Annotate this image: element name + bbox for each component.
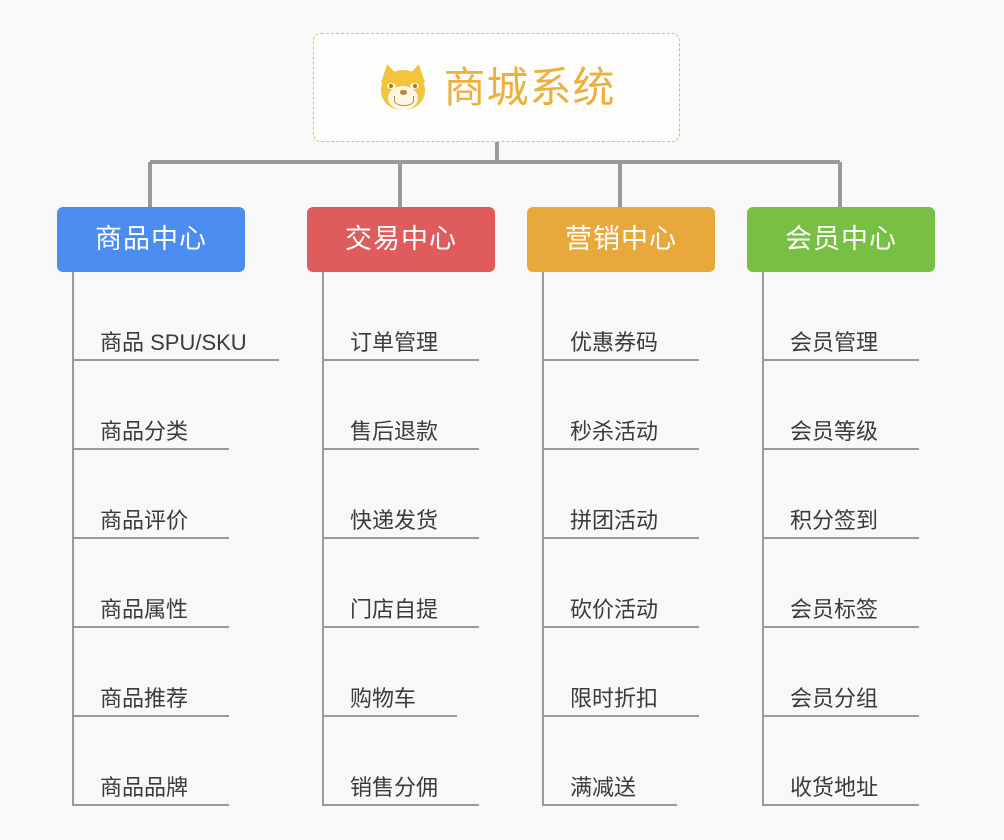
category-label: 会员中心 bbox=[785, 224, 897, 254]
branch-drop-connector-member-center bbox=[838, 162, 842, 209]
category-label: 商品中心 bbox=[95, 224, 207, 254]
leaf-underline bbox=[324, 359, 479, 361]
leaf-label: 快递发货 bbox=[350, 507, 439, 533]
branch-column-member-center: 会员中心会员管理会员等级积分签到会员标签会员分组收货地址 bbox=[747, 207, 977, 806]
leaf-underline bbox=[74, 715, 229, 717]
leaf-label: 商品评价 bbox=[100, 507, 189, 533]
leaf-underline bbox=[764, 448, 919, 450]
leaf-label: 购物车 bbox=[350, 685, 417, 711]
leaf-item[interactable]: 优惠券码 bbox=[544, 272, 757, 361]
leaf-label: 满减送 bbox=[570, 774, 637, 800]
branch-drop-connector-trade-center bbox=[398, 162, 402, 209]
leaf-underline bbox=[764, 715, 919, 717]
category-box-member-center[interactable]: 会员中心 bbox=[747, 207, 935, 272]
leaf-underline bbox=[74, 804, 229, 806]
leaf-underline bbox=[74, 537, 229, 539]
branch-drop-connector-product-center bbox=[148, 162, 152, 209]
leaf-item[interactable]: 满减送 bbox=[544, 717, 757, 806]
category-box-trade-center[interactable]: 交易中心 bbox=[307, 207, 495, 272]
leaf-list-trade-center: 订单管理售后退款快递发货门店自提购物车销售分佣 bbox=[322, 272, 537, 806]
leaf-label: 售后退款 bbox=[350, 418, 439, 444]
leaf-item[interactable]: 会员管理 bbox=[764, 272, 977, 361]
leaf-underline bbox=[544, 715, 699, 717]
leaf-label: 商品 SPU/SKU bbox=[100, 329, 247, 355]
leaf-underline bbox=[74, 359, 279, 361]
leaf-underline bbox=[544, 537, 699, 539]
leaf-label: 商品分类 bbox=[100, 418, 189, 444]
leaf-underline bbox=[74, 448, 229, 450]
leaf-item[interactable]: 商品评价 bbox=[74, 450, 287, 539]
leaf-underline bbox=[324, 626, 479, 628]
leaf-label: 优惠券码 bbox=[570, 329, 659, 355]
trunk-horizontal-connector bbox=[150, 160, 840, 164]
leaf-label: 会员等级 bbox=[790, 418, 879, 444]
leaf-item[interactable]: 购物车 bbox=[324, 628, 537, 717]
leaf-item[interactable]: 秒杀活动 bbox=[544, 361, 757, 450]
leaf-underline bbox=[324, 715, 457, 717]
leaf-underline bbox=[544, 804, 677, 806]
leaf-label: 限时折扣 bbox=[570, 685, 659, 711]
root-title: 商城系统 bbox=[443, 63, 616, 111]
leaf-item[interactable]: 快递发货 bbox=[324, 450, 537, 539]
leaf-label: 拼团活动 bbox=[570, 507, 659, 533]
leaf-underline bbox=[764, 626, 919, 628]
leaf-item[interactable]: 商品推荐 bbox=[74, 628, 287, 717]
branch-column-trade-center: 交易中心订单管理售后退款快递发货门店自提购物车销售分佣 bbox=[307, 207, 537, 806]
shiba-inu-dog-face-icon bbox=[377, 61, 430, 114]
leaf-underline bbox=[544, 448, 699, 450]
leaf-item[interactable]: 销售分佣 bbox=[324, 717, 537, 806]
root-node-mall-system[interactable]: 商城系统 bbox=[313, 33, 680, 142]
leaf-label: 门店自提 bbox=[350, 596, 439, 622]
root-stem-connector bbox=[495, 142, 499, 164]
leaf-label: 积分签到 bbox=[790, 507, 879, 533]
leaf-item[interactable]: 商品 SPU/SKU bbox=[74, 272, 287, 361]
leaf-underline bbox=[544, 626, 699, 628]
leaf-item[interactable]: 砍价活动 bbox=[544, 539, 757, 628]
category-label: 交易中心 bbox=[345, 224, 457, 254]
leaf-label: 会员管理 bbox=[790, 329, 879, 355]
leaf-label: 商品属性 bbox=[100, 596, 189, 622]
leaf-item[interactable]: 门店自提 bbox=[324, 539, 537, 628]
leaf-underline bbox=[764, 359, 919, 361]
leaf-underline bbox=[764, 804, 919, 806]
leaf-label: 会员分组 bbox=[790, 685, 879, 711]
leaf-underline bbox=[544, 359, 699, 361]
leaf-label: 商品品牌 bbox=[100, 774, 189, 800]
leaf-underline bbox=[324, 804, 479, 806]
category-box-product-center[interactable]: 商品中心 bbox=[57, 207, 245, 272]
leaf-item[interactable]: 会员等级 bbox=[764, 361, 977, 450]
leaf-list-marketing-center: 优惠券码秒杀活动拼团活动砍价活动限时折扣满减送 bbox=[542, 272, 757, 806]
leaf-list-product-center: 商品 SPU/SKU 商品分类商品评价商品属性商品推荐商品品牌 bbox=[72, 272, 287, 806]
branch-column-marketing-center: 营销中心优惠券码秒杀活动拼团活动砍价活动限时折扣满减送 bbox=[527, 207, 757, 806]
leaf-underline bbox=[74, 626, 229, 628]
leaf-label: 砍价活动 bbox=[570, 596, 659, 622]
branch-drop-connector-marketing-center bbox=[618, 162, 622, 209]
leaf-underline bbox=[324, 448, 479, 450]
category-box-marketing-center[interactable]: 营销中心 bbox=[527, 207, 715, 272]
leaf-label: 销售分佣 bbox=[350, 774, 439, 800]
leaf-item[interactable]: 订单管理 bbox=[324, 272, 537, 361]
branch-column-product-center: 商品中心商品 SPU/SKU 商品分类商品评价商品属性商品推荐商品品牌 bbox=[57, 207, 287, 806]
leaf-item[interactable]: 积分签到 bbox=[764, 450, 977, 539]
leaf-label: 商品推荐 bbox=[100, 685, 189, 711]
leaf-label: 订单管理 bbox=[350, 329, 439, 355]
leaf-underline bbox=[324, 537, 479, 539]
leaf-item[interactable]: 商品属性 bbox=[74, 539, 287, 628]
leaf-underline bbox=[764, 537, 919, 539]
leaf-item[interactable]: 会员标签 bbox=[764, 539, 977, 628]
leaf-item[interactable]: 商品品牌 bbox=[74, 717, 287, 806]
leaf-item[interactable]: 会员分组 bbox=[764, 628, 977, 717]
leaf-label: 秒杀活动 bbox=[570, 418, 659, 444]
category-label: 营销中心 bbox=[565, 224, 677, 254]
leaf-list-member-center: 会员管理会员等级积分签到会员标签会员分组收货地址 bbox=[762, 272, 977, 806]
leaf-item[interactable]: 商品分类 bbox=[74, 361, 287, 450]
leaf-label: 会员标签 bbox=[790, 596, 879, 622]
leaf-item[interactable]: 收货地址 bbox=[764, 717, 977, 806]
leaf-item[interactable]: 限时折扣 bbox=[544, 628, 757, 717]
leaf-item[interactable]: 售后退款 bbox=[324, 361, 537, 450]
leaf-item[interactable]: 拼团活动 bbox=[544, 450, 757, 539]
leaf-label: 收货地址 bbox=[790, 774, 879, 800]
